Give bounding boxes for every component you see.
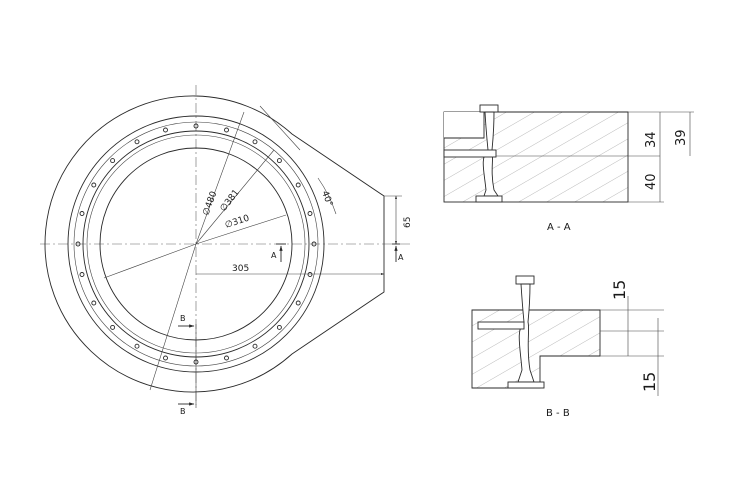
bolt-hole: [276, 324, 282, 330]
dim-305-label: 305: [232, 264, 249, 274]
bolt-hole: [295, 300, 301, 306]
section-aa-dim-34: 34: [644, 131, 659, 148]
bolt-hole: [91, 300, 97, 306]
bolt-hole: [311, 241, 317, 247]
section-bb-rail-head: [515, 275, 535, 285]
outer-housing-outline: [44, 95, 385, 393]
bolt-hole: [307, 211, 313, 216]
bolt-hole: [79, 272, 85, 277]
angle-40-arc: [317, 177, 337, 215]
radial-line-lower-left: [103, 243, 197, 279]
bolt-hole: [276, 158, 282, 164]
section-aa-title: A - A: [547, 222, 571, 233]
tangent-edge-top: [259, 105, 301, 151]
bolt-hole: [224, 355, 229, 361]
bolt-hole: [163, 355, 168, 361]
dim-480-label: ∅480: [201, 190, 219, 217]
bolt-hole: [193, 123, 199, 129]
section-bb-flange-plate: [477, 321, 525, 330]
radial-line-lower: [149, 243, 197, 391]
cut-b-label-inner: B: [180, 314, 186, 323]
section-aa-flange-plate: [443, 149, 497, 158]
bolt-hole: [163, 127, 168, 133]
section-bb-dim-15-top: 15: [610, 280, 629, 300]
dim-line-381: [195, 149, 275, 245]
bolt-hole: [307, 272, 313, 277]
bolt-hole: [110, 158, 116, 164]
section-aa-dim-39: 39: [674, 129, 689, 146]
section-bb-title: B - B: [546, 408, 570, 419]
section-bb-dim-15-bottom: 15: [640, 372, 659, 392]
bolt-holes: [75, 123, 317, 365]
bolt-hole: [91, 182, 97, 188]
bolt-hole: [134, 139, 140, 145]
dim-310-label: ∅310: [224, 214, 251, 231]
section-aa-dim-40: 40: [644, 173, 659, 190]
bolt-hole: [110, 324, 116, 330]
bolt-hole: [134, 343, 140, 349]
section-bb: 15 15 B - B: [471, 275, 664, 419]
section-aa-step-outline: [444, 111, 628, 139]
plan-view: ∅480 ∅381 ∅310 305 65 40° A A B B: [40, 85, 413, 416]
cut-b-label-outer: B: [180, 407, 186, 416]
dim-65-label: 65: [403, 217, 413, 228]
section-aa: 34 39 40 A - A: [443, 104, 694, 233]
bolt-hole: [252, 139, 258, 145]
angle-40-label: 40°: [319, 190, 334, 208]
dim-line-480: [195, 111, 245, 245]
bolt-hole: [79, 211, 85, 216]
bolt-hole: [224, 127, 229, 133]
bolt-hole: [75, 241, 81, 247]
section-bb-rail-foot: [507, 381, 545, 389]
bolt-hole: [252, 343, 258, 349]
bolt-hole: [295, 182, 301, 188]
section-aa-rail-head: [479, 104, 499, 113]
dim-381-label: ∅381: [218, 188, 241, 214]
section-aa-left-step: [444, 112, 484, 138]
dim-line-310: [195, 214, 287, 245]
cut-a-label-outer: A: [398, 253, 404, 262]
cut-a-label-inner: A: [271, 251, 277, 260]
section-aa-rail-foot: [475, 195, 503, 203]
